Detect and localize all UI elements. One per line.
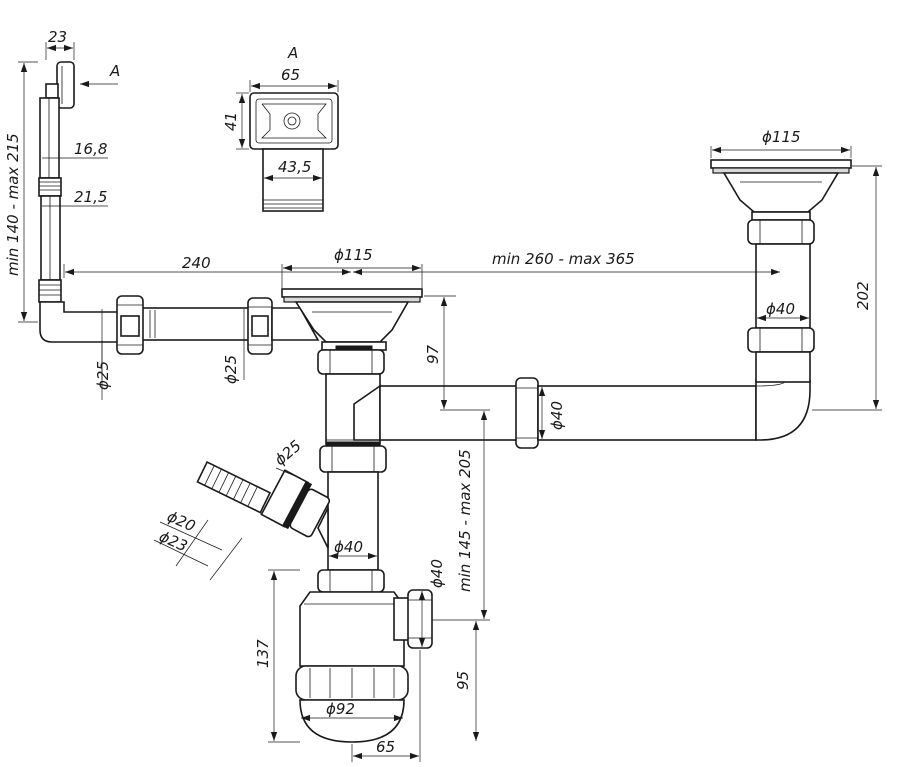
detail-title: A (287, 44, 298, 62)
detail-inner-width-label: 43,5 (278, 158, 311, 176)
detail-width-label: 65 (281, 66, 300, 84)
trap-outlet-diameter-label: ϕ40 (428, 559, 446, 588)
side-nozzle-diameter-label: ϕ25 (271, 437, 305, 469)
overflow-hose (116, 295, 320, 355)
right-drain-height-label: 202 (854, 281, 872, 310)
right-drain (710, 159, 852, 383)
left-to-center-distance-label: 240 (182, 254, 211, 272)
overflow-head-diameter-label: 16,8 (74, 140, 107, 158)
overflow-rod-diameter-label: 21,5 (74, 188, 107, 206)
overflow-assembly (38, 61, 121, 343)
between-drains-distance-label: min 260 - max 365 (492, 250, 635, 268)
right-grate-diameter-label: ϕ115 (762, 128, 801, 146)
detail-height-label: 41 (222, 112, 240, 131)
horizontal-connector (379, 377, 811, 449)
view-a-marker: A (109, 62, 120, 80)
overflow-pipe-diameter-label: ϕ25 (94, 361, 112, 390)
left-drain (281, 288, 423, 445)
trap-width-label: 65 (376, 738, 395, 756)
trap-pipe-diameter-label: ϕ40 (334, 538, 363, 556)
horizontal-pipe-diameter-label: ϕ40 (548, 401, 566, 430)
right-pipe-diameter-label: ϕ40 (766, 300, 795, 318)
left-drain-depth-label: 97 (424, 344, 442, 364)
overflow-top-width-label: 23 (48, 28, 67, 46)
overflow-height-range-label: min 140 - max 215 (4, 133, 22, 276)
trap-bowl-diameter-label: ϕ92 (326, 700, 355, 718)
trap-outlet-height-label: 95 (454, 671, 472, 690)
trap-outlet-height-range-label: min 145 - max 205 (456, 449, 474, 592)
side-outlet (196, 461, 331, 549)
bottle-trap (295, 569, 433, 743)
left-grate-diameter-label: ϕ115 (334, 246, 373, 264)
trap-height-label: 137 (254, 639, 272, 668)
overflow-inlet-diameter-label: ϕ25 (222, 355, 240, 384)
dimension-lines (18, 42, 882, 762)
dimension-labels: A 23 16,8 21,5 min 140 - max 215 240 min… (4, 28, 872, 756)
detail-view-a: A 65 41 43,5 (222, 44, 339, 212)
